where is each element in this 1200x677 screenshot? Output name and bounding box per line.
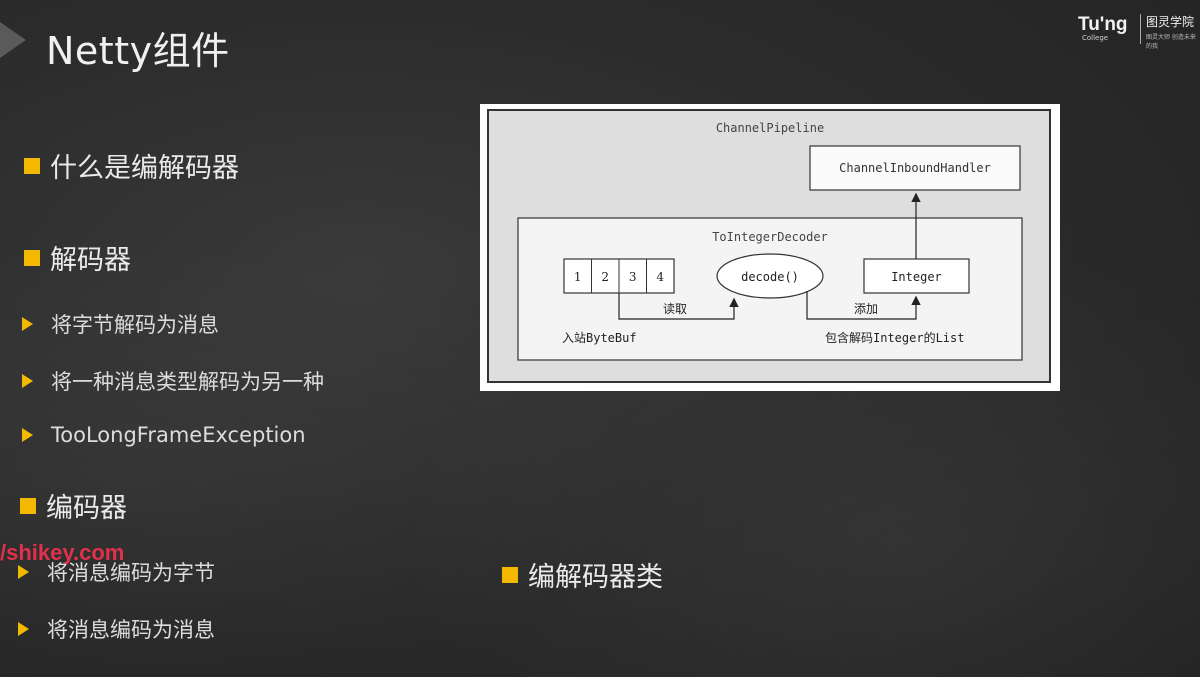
encoder-item-text: 将消息编码为字节 [47,561,215,585]
logo-cn-sub: 图灵大师 创造未来的我 [1146,34,1196,50]
encoder-item-text: 将消息编码为消息 [47,618,215,642]
decode-label: decode() [741,270,799,284]
decode-ellipse [716,253,824,299]
integer-label: Integer [891,270,942,284]
decoder-item: 将一种消息类型解码为另一种 [22,366,324,396]
read-arrow [618,293,739,320]
add-label: 添加 [854,302,878,316]
logo-brand-sub: College [1082,34,1109,42]
byte-cell: 3 [629,270,637,284]
square-bullet-icon [24,249,40,266]
inbound-bytebuf-label: 入站ByteBuf [562,331,637,345]
arrow-bullet-icon [22,317,33,331]
arrow-bullet-icon [18,622,29,636]
bullet-codec-classes: 编解码器类 [502,555,663,594]
decoded-list-label: 包含解码Integer的List [825,330,964,345]
bullet-encoder: 编码器 [20,486,127,525]
decoder-item: TooLongFrameException [22,423,306,447]
square-bullet-icon [502,566,518,583]
read-label: 读取 [663,302,687,316]
arrow-bullet-icon [22,374,33,388]
square-bullet-icon [20,497,36,514]
watermark-text: /shikey.com [0,540,125,565]
decoder-item-text: TooLongFrameException [51,423,306,447]
turing-logo: Tu'ng College 图灵学院 图灵大师 创造未来的我 [1078,10,1196,50]
corner-tab [0,22,26,58]
inbound-handler-box [809,145,1021,191]
integer-box [863,258,970,294]
decoder-item-text: 将字节解码为消息 [51,313,219,337]
bullet-decoder: 解码器 [24,238,131,277]
add-arrow [806,291,921,320]
byte-cell: 4 [656,270,664,284]
slide-title: Netty组件 [46,29,230,73]
pipeline-diagram: ChannelPipeline ChannelInboundHandler To… [480,104,1060,391]
bullet-what-is-codec: 什么是编解码器 [24,146,239,185]
bullet-text: 编解码器类 [528,562,663,593]
channel-pipeline-label: ChannelPipeline [716,121,824,135]
decoder-item-text: 将一种消息类型解码为另一种 [51,370,324,394]
logo-cn: 图灵学院 [1146,15,1195,29]
decoder-label: ToIntegerDecoder [712,230,828,244]
pipeline-diagram-svg: ChannelPipeline ChannelInboundHandler To… [487,109,1051,383]
decoder-item: 将字节解码为消息 [22,309,219,339]
arrow-bullet-icon [18,565,29,579]
bullet-text: 什么是编解码器 [50,153,239,184]
byte-cell: 2 [601,270,609,284]
encoder-item: 将消息编码为消息 [18,614,215,644]
bullet-text: 编码器 [46,493,127,524]
byte-cell: 1 [574,270,582,284]
square-bullet-icon [24,157,40,174]
logo-separator [1140,14,1141,44]
bullet-text: 解码器 [50,245,131,276]
inbound-handler-label: ChannelInboundHandler [839,161,991,175]
encoder-item: 将消息编码为字节 [18,557,215,587]
arrow-bullet-icon [22,428,33,442]
logo-brand: Tu'ng [1078,14,1128,35]
